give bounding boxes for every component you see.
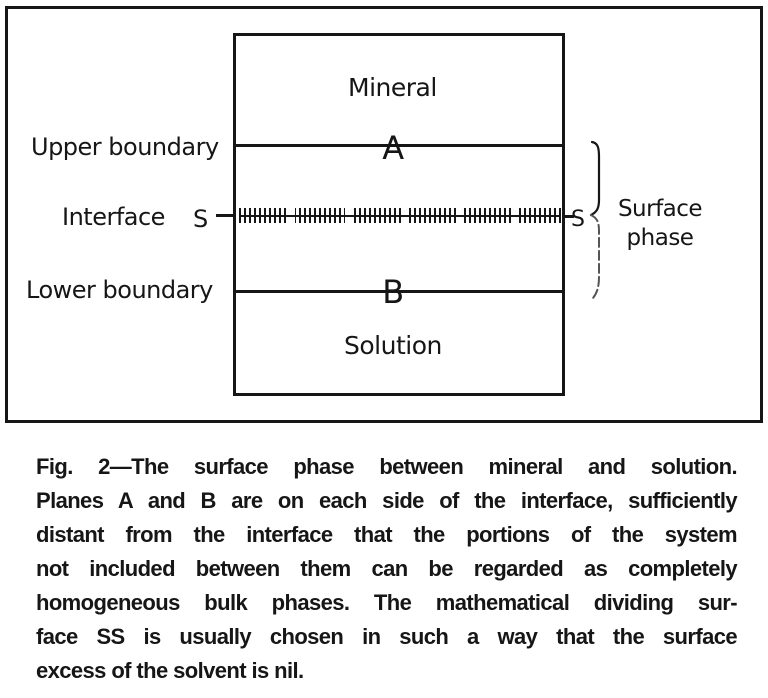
lower-boundary-label: Lower boundary: [26, 276, 213, 304]
plane-a-line: [233, 144, 565, 147]
caption-line: distant from the interface that the port…: [36, 522, 738, 547]
plane-b-line: [233, 290, 565, 293]
caption-line: face SS is usually chosen in such a way …: [36, 624, 738, 649]
interface-dash-left: [216, 214, 236, 217]
surface-phase-brace: [589, 140, 601, 299]
caption-line: Planes A and B are on each side of the i…: [36, 488, 738, 513]
s-label-left: S: [193, 205, 208, 233]
surface-phase-line1: Surface: [617, 196, 703, 222]
upper-boundary-label: Upper boundary: [31, 133, 219, 161]
surface-phase-line2: phase: [626, 225, 694, 251]
caption-line: Fig. 2—The surface phase between mineral…: [36, 454, 738, 479]
interface-label: Interface: [62, 203, 165, 231]
plane-a-label: A: [382, 129, 404, 167]
interface-hatch-line: [239, 208, 561, 223]
mineral-region-label: Mineral: [348, 73, 437, 102]
caption-line: not included between them can be regarde…: [36, 556, 738, 581]
figure-caption: Fig. 2—The surface phase between mineral…: [36, 450, 738, 688]
interface-dash-right: [563, 215, 574, 218]
caption-line: homogeneous bulk phases. The mathematica…: [36, 590, 738, 615]
plane-b-label: B: [382, 273, 404, 311]
caption-line: excess of the solvent is nil.: [36, 658, 304, 683]
surface-phase-label: Surface phase: [610, 195, 710, 253]
s-label-right: S: [571, 207, 585, 232]
solution-region-label: Solution: [344, 331, 442, 360]
